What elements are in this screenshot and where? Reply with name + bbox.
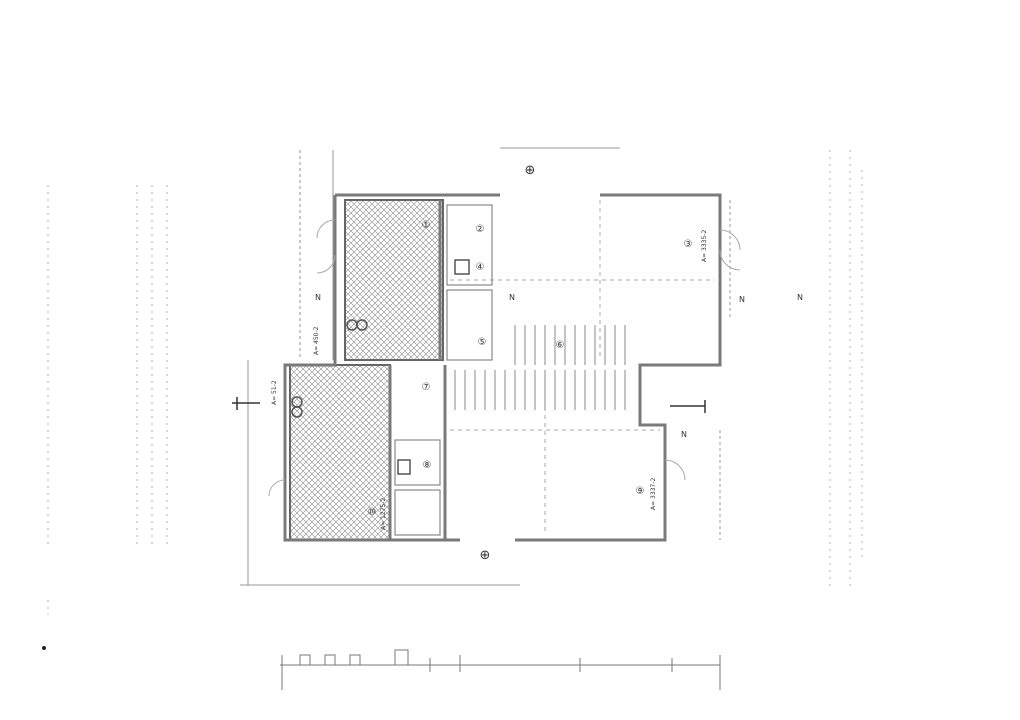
inner-partitions xyxy=(450,200,715,535)
room-upper-left-hatched xyxy=(344,199,444,361)
left-annotation-columns xyxy=(47,185,168,615)
room-number-3: ③ xyxy=(684,239,693,250)
room-number-10: ⑩ xyxy=(368,507,377,518)
door-swings xyxy=(268,219,741,497)
north-marker-right-upper: N xyxy=(739,295,745,304)
area-label-2: A= 51-2 xyxy=(271,380,278,405)
room-number-1: ① xyxy=(422,220,431,231)
corner-mark-dot xyxy=(42,646,46,650)
area-label-4: A= 3337-2 xyxy=(650,478,657,510)
top-axis-marker: ⊕ xyxy=(525,163,536,178)
room-number-2: ② xyxy=(476,224,485,235)
section-mark-left xyxy=(232,397,260,410)
right-annotation-columns xyxy=(829,150,863,590)
north-marker-left: N xyxy=(315,293,321,302)
area-label-3: A= 3335-2 xyxy=(701,230,708,262)
service-rooms xyxy=(394,204,493,536)
scale-bar xyxy=(280,649,721,690)
staircase xyxy=(454,325,626,410)
room-number-8: ⑧ xyxy=(423,460,432,471)
dimension-lines xyxy=(240,147,731,586)
north-marker-far-right: N xyxy=(797,293,803,302)
area-label-1: A= 450-2 xyxy=(313,326,320,355)
room-lower-left-hatched xyxy=(289,364,391,541)
room-number-5: ⑤ xyxy=(478,337,487,348)
fixtures xyxy=(291,259,470,475)
area-label-5: A= 1275-2 xyxy=(380,498,387,530)
north-marker-right-lower: N xyxy=(681,430,687,439)
north-marker-mid: N xyxy=(509,293,515,302)
room-number-4: ④ xyxy=(476,262,485,273)
bottom-axis-marker: ⊕ xyxy=(480,548,491,563)
room-number-7: ⑦ xyxy=(422,382,431,393)
section-mark-right xyxy=(670,400,706,413)
room-number-6: ⑥ xyxy=(556,340,565,351)
room-number-9: ⑨ xyxy=(636,486,645,497)
outer-walls xyxy=(283,193,722,542)
